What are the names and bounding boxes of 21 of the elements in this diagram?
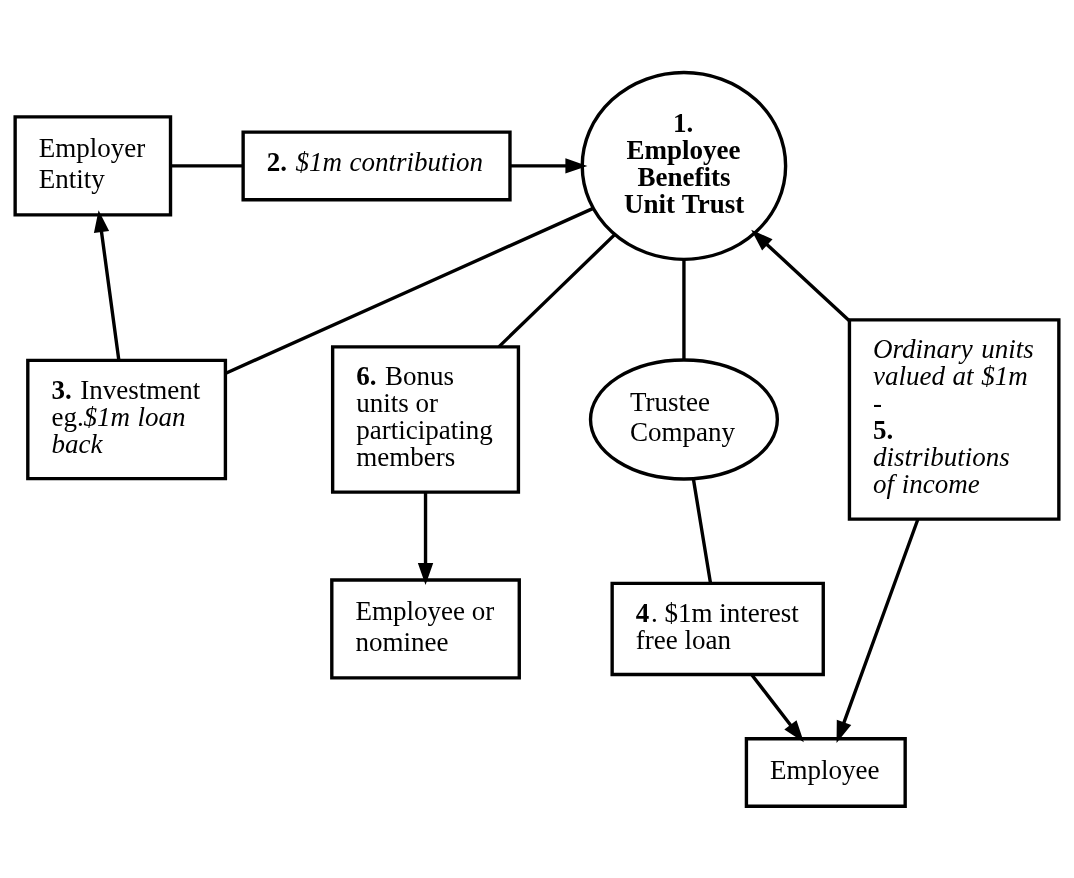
node-box: 6. Bonus units or participating members xyxy=(330,344,521,494)
node-box: Employee or nominee xyxy=(330,577,521,680)
arrow xyxy=(750,673,804,742)
arrow xyxy=(417,492,434,585)
connector xyxy=(691,478,713,583)
node-box: 2. $1m contribution xyxy=(241,129,512,201)
connector xyxy=(497,232,616,348)
connector xyxy=(225,206,594,375)
node-box: Ordinary units valued at $1m - 5. distributions of income xyxy=(847,317,1061,521)
node-box: 4. $1m interest free loan xyxy=(610,581,825,676)
node-box: Employer Entity xyxy=(13,114,173,217)
connector xyxy=(682,258,686,359)
arrow xyxy=(751,229,851,322)
arrow xyxy=(836,518,920,743)
node-circle: 1. Employee Benefits Unit Trust xyxy=(580,70,788,261)
arrow xyxy=(93,209,121,360)
node-box: Employee xyxy=(744,736,907,808)
node-box: 3. Investment eg.$1m loan back xyxy=(26,358,228,480)
connector xyxy=(170,163,243,168)
node-ellipse: Trustee Company xyxy=(588,357,780,481)
arrow xyxy=(510,157,588,174)
